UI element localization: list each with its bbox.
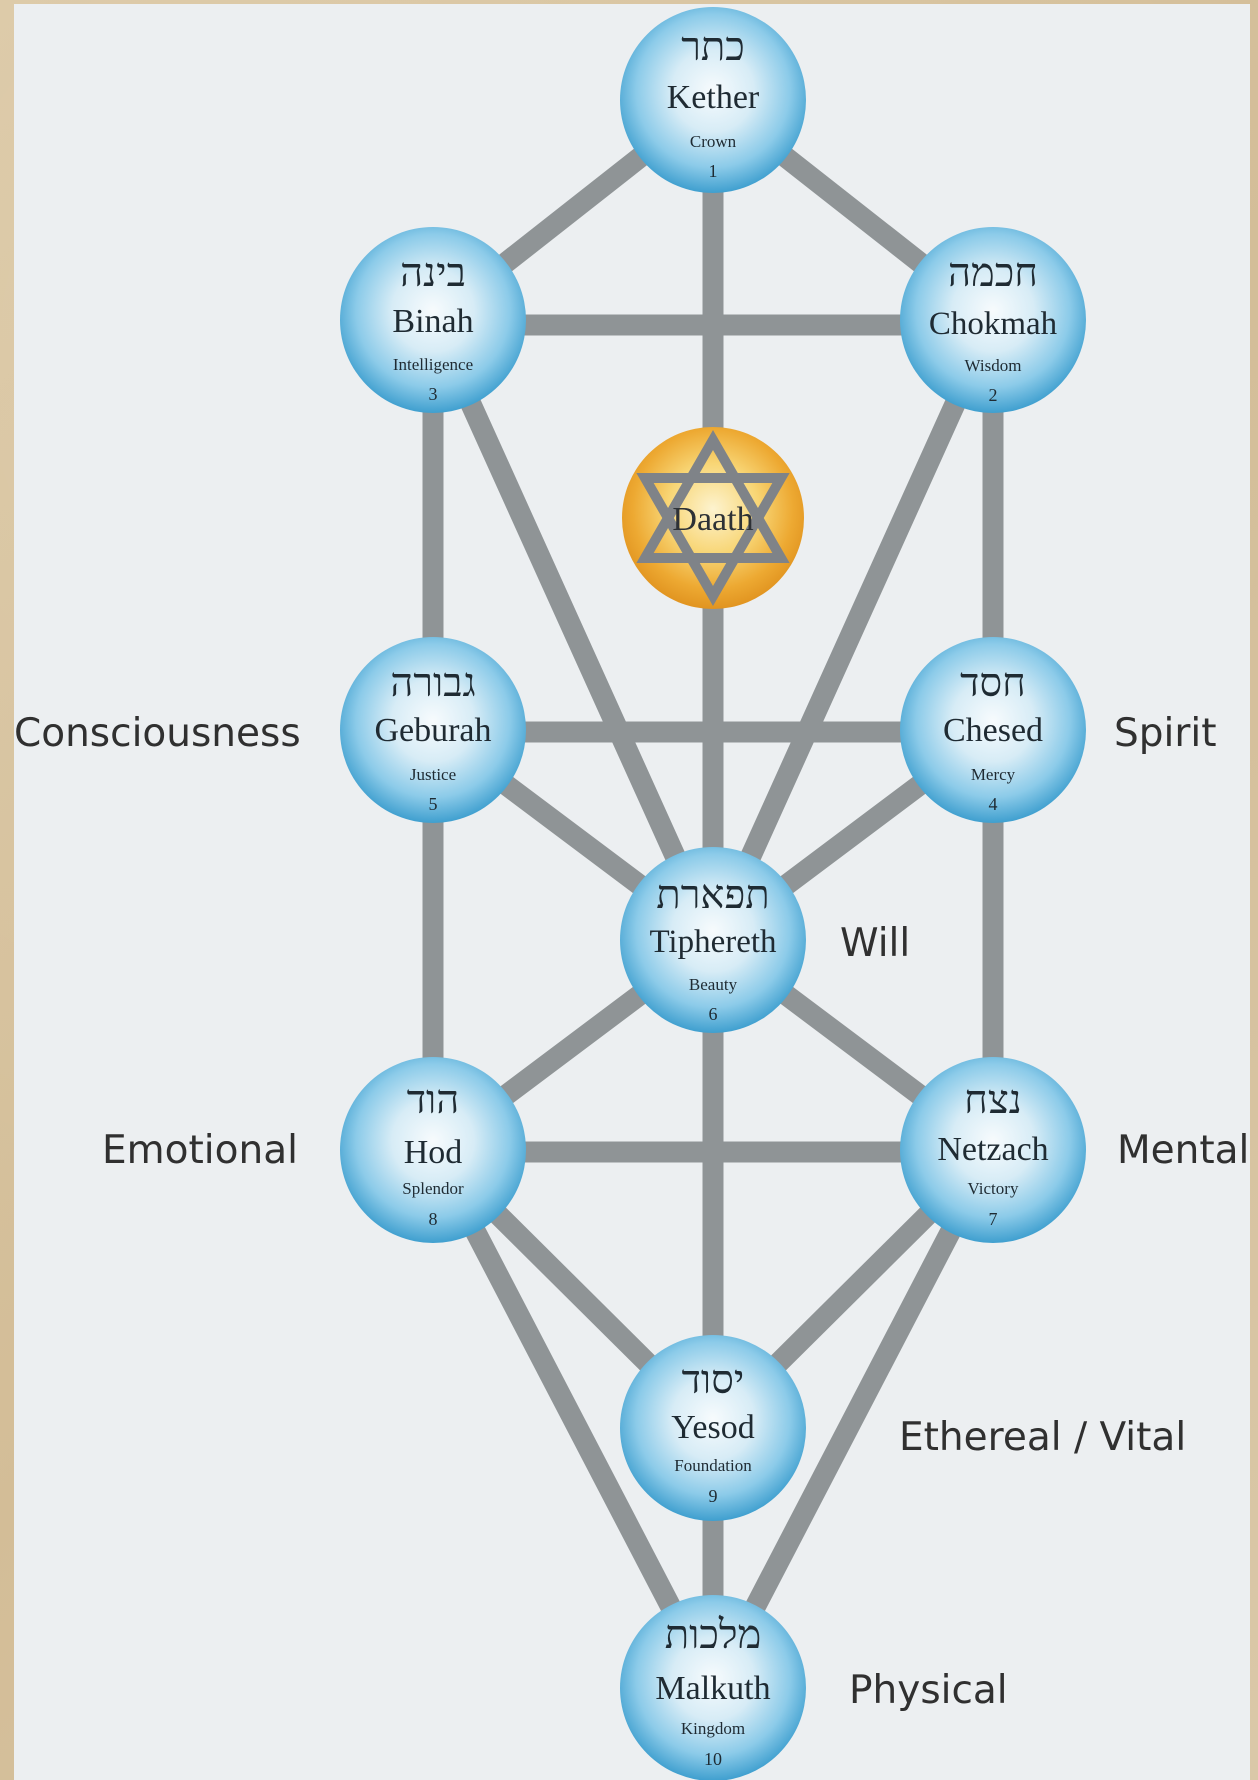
hod-name: Hod [404, 1134, 463, 1171]
binah-meaning: Intelligence [393, 355, 473, 374]
chesed-name: Chesed [943, 712, 1043, 749]
sephirah-kether: כתר Kether Crown 1 [620, 7, 806, 193]
sephirah-chokmah: חכמה Chokmah Wisdom 2 [900, 227, 1086, 413]
yesod-name: Yesod [671, 1409, 754, 1446]
tiphereth-meaning: Beauty [689, 975, 738, 994]
netzach-number: 7 [989, 1209, 998, 1229]
star-of-david-icon [636, 429, 790, 607]
chesed-meaning: Mercy [971, 765, 1016, 784]
sephirah-hod: הוד Hod Splendor 8 [340, 1057, 526, 1243]
kether-meaning: Crown [690, 132, 737, 151]
yesod-number: 9 [709, 1486, 718, 1506]
yesod-hebrew: יסוד [682, 1357, 745, 1403]
malkuth-number: 10 [704, 1749, 722, 1769]
malkuth-hebrew: מלכות [665, 1612, 762, 1658]
kether-name: Kether [667, 79, 760, 116]
netzach-hebrew: נצח [964, 1077, 1022, 1123]
sephirah-chesed: חסד Chesed Mercy 4 [900, 637, 1086, 823]
hod-meaning: Splendor [402, 1179, 464, 1198]
sephirah-yesod: יסוד Yesod Foundation 9 [620, 1335, 806, 1521]
label-consciousness: Consciousness [14, 711, 301, 756]
netzach-name: Netzach [937, 1131, 1048, 1168]
path-chokmah-tiphereth [703, 315, 1003, 945]
binah-name: Binah [392, 303, 473, 340]
chokmah-hebrew: חכמה [948, 250, 1038, 296]
geburah-number: 5 [429, 794, 438, 814]
label-physical: Physical [849, 1668, 1008, 1713]
chokmah-meaning: Wisdom [965, 356, 1022, 375]
kether-hebrew: כתר [681, 24, 745, 70]
path-hod-malkuth [423, 1145, 723, 1693]
kether-number: 1 [709, 161, 718, 181]
label-spirit: Spirit [1114, 711, 1217, 756]
netzach-meaning: Victory [968, 1179, 1019, 1198]
hod-number: 8 [429, 1209, 438, 1229]
malkuth-meaning: Kingdom [681, 1719, 745, 1738]
daath-node: Daath [622, 427, 804, 609]
label-mental: Mental [1117, 1128, 1249, 1173]
chesed-hebrew: חסד [960, 660, 1026, 706]
yesod-meaning: Foundation [674, 1456, 752, 1475]
chesed-number: 4 [989, 794, 998, 814]
sephirah-malkuth: מלכות Malkuth Kingdom 10 [620, 1595, 806, 1780]
hod-hebrew: הוד [407, 1077, 459, 1123]
label-will: Will [840, 921, 910, 966]
path-netzach-malkuth [703, 1145, 1003, 1693]
geburah-meaning: Justice [410, 765, 456, 784]
tiphereth-number: 6 [709, 1004, 718, 1024]
binah-hebrew: בינה [400, 250, 466, 296]
tiphereth-name: Tiphereth [649, 924, 777, 960]
daath-label: Daath [672, 501, 753, 538]
binah-number: 3 [429, 384, 438, 404]
sephirah-tiphereth: תפארת Tiphereth Beauty 6 [620, 847, 806, 1033]
geburah-hebrew: גבורה [390, 660, 475, 706]
sephirah-binah: בינה Binah Intelligence 3 [340, 227, 526, 413]
sephirah-netzach: נצח Netzach Victory 7 [900, 1057, 1086, 1243]
geburah-name: Geburah [374, 712, 491, 749]
chokmah-number: 2 [989, 385, 998, 405]
chokmah-name: Chokmah [929, 306, 1058, 342]
sephirah-geburah: גבורה Geburah Justice 5 [340, 637, 526, 823]
tiphereth-hebrew: תפארת [656, 872, 769, 918]
label-ethereal-vital: Ethereal / Vital [899, 1415, 1186, 1460]
path-binah-tiphereth [423, 315, 723, 945]
label-emotional: Emotional [102, 1128, 298, 1173]
malkuth-name: Malkuth [655, 1670, 770, 1707]
